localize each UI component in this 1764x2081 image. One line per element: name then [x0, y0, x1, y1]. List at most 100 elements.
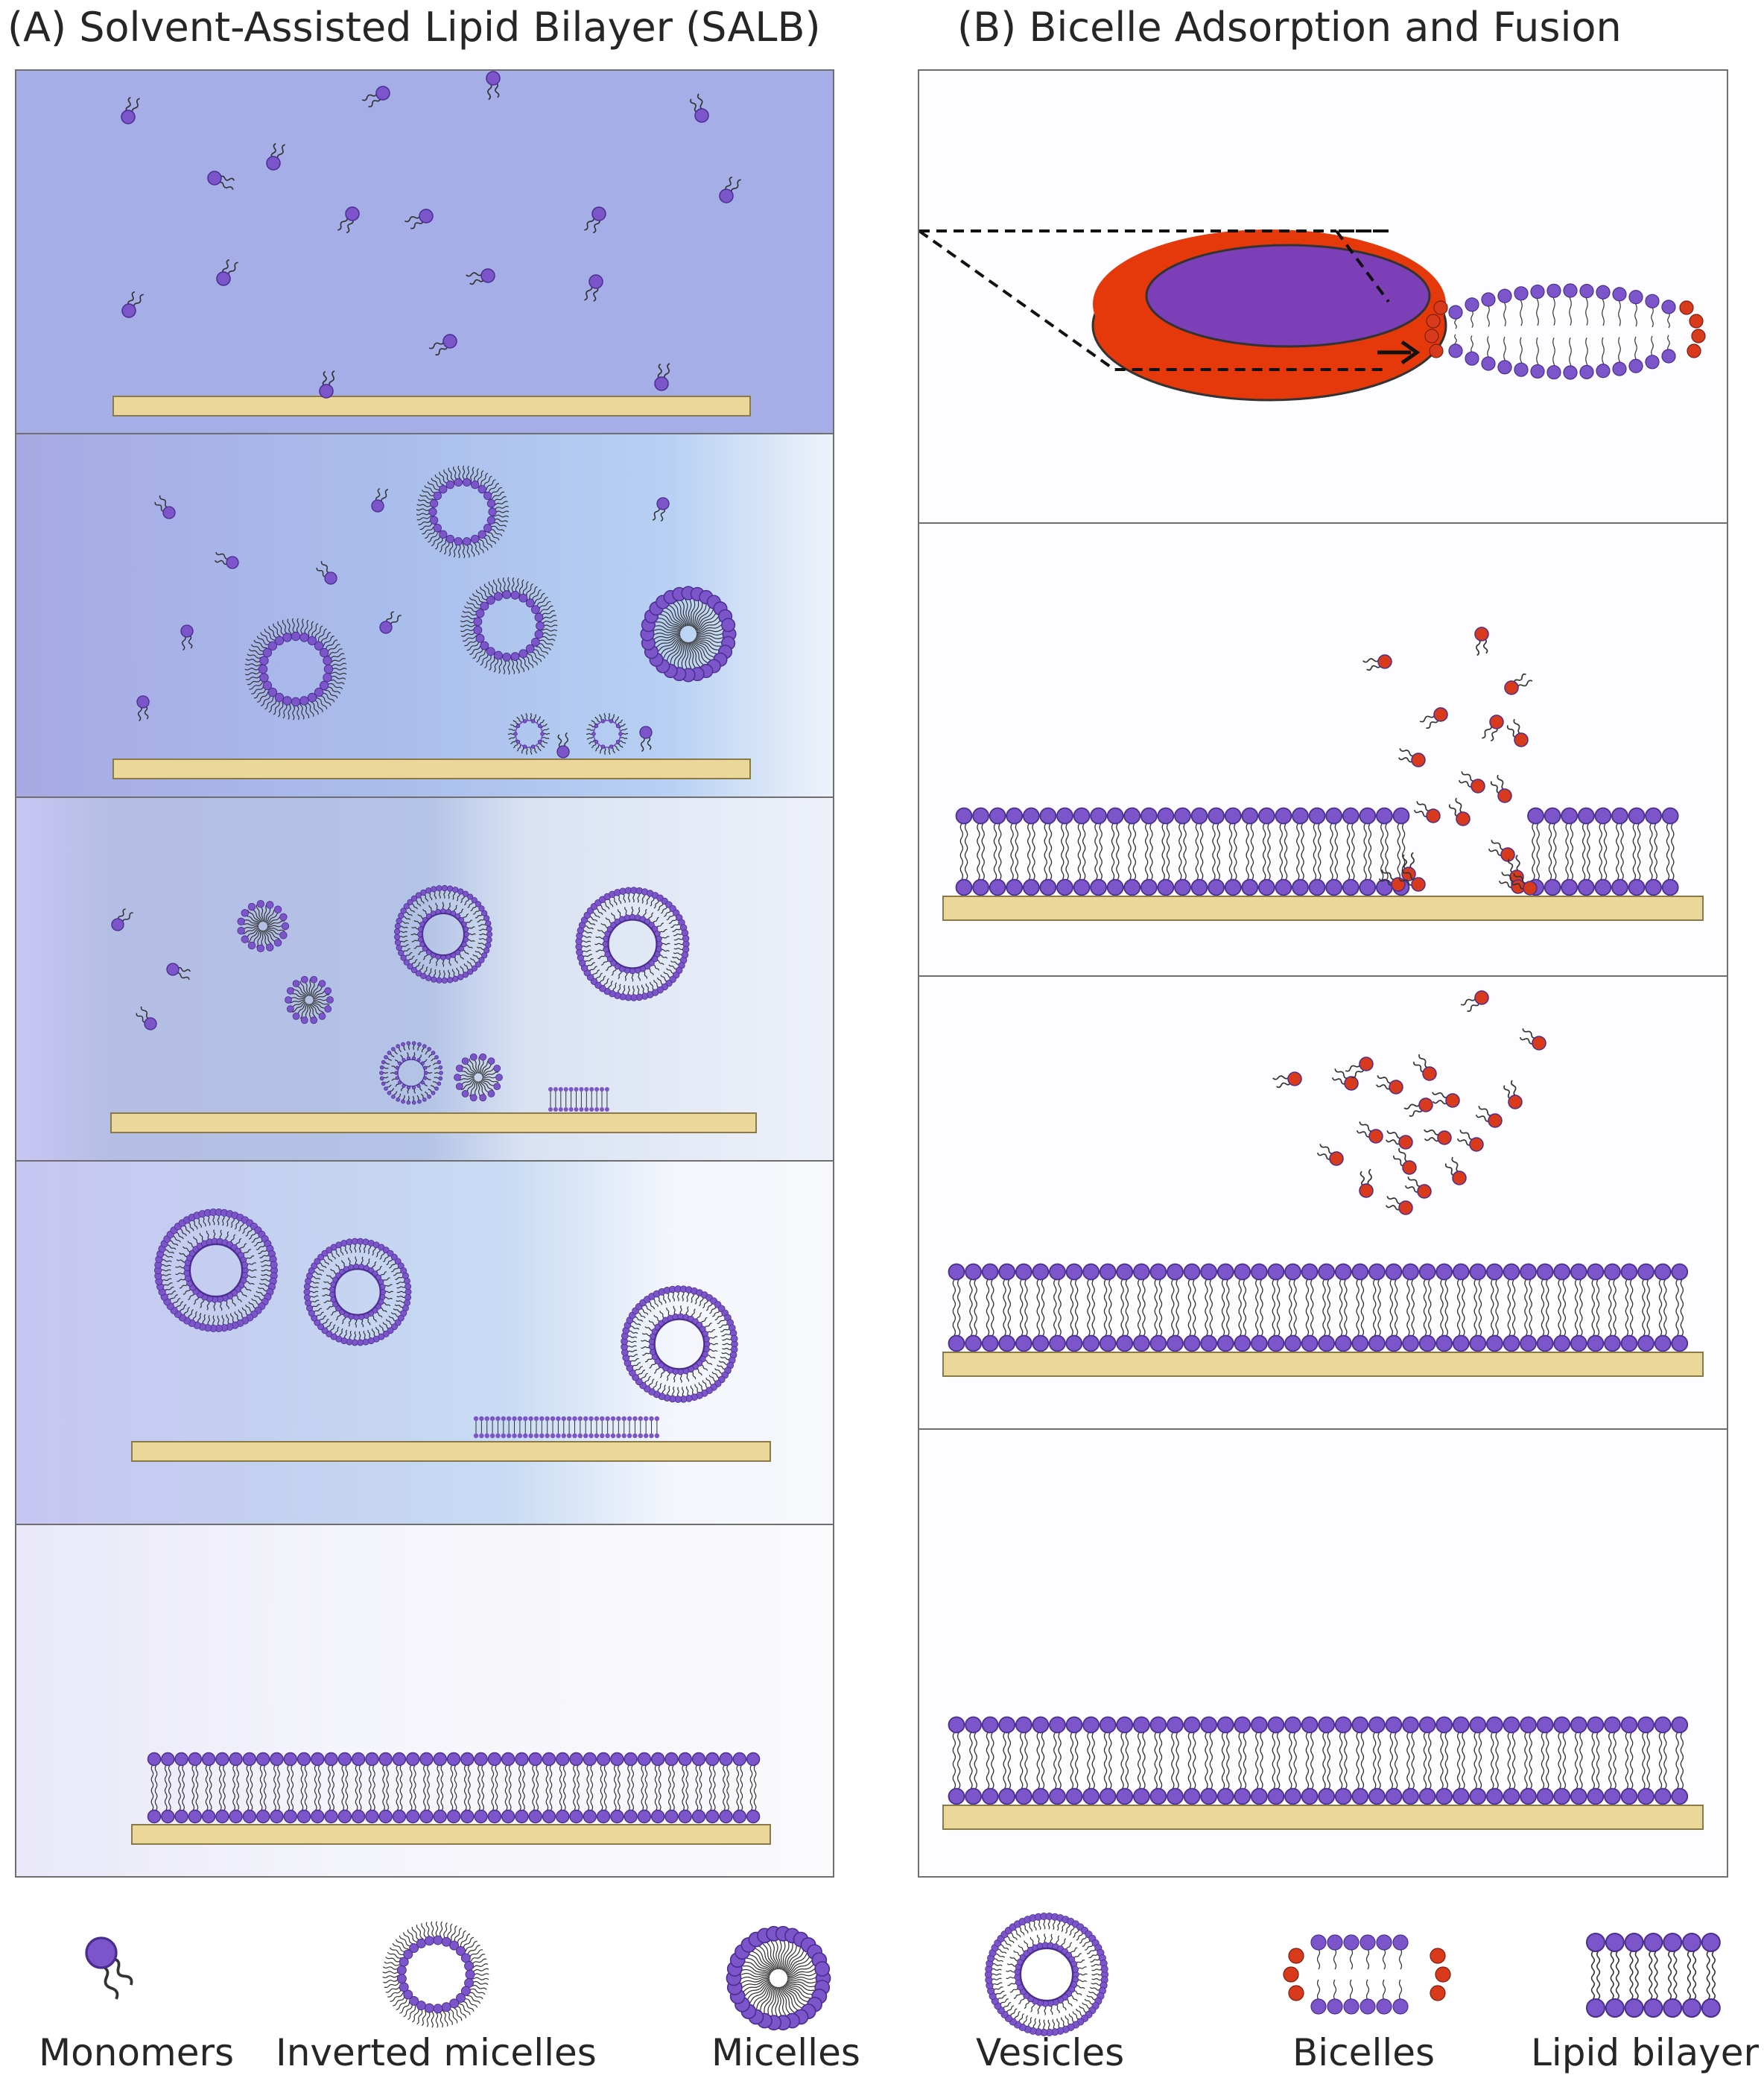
bilayer-head: [1587, 1787, 1605, 1805]
bilayer-head: [1351, 1787, 1369, 1805]
salb-step-1-panel: [15, 69, 834, 434]
lipid-head: [478, 957, 485, 963]
lipid-head: [449, 1940, 460, 1951]
lipid-head: [431, 886, 437, 893]
lipid-head: [357, 1238, 364, 1245]
lipid-head: [416, 1938, 426, 1948]
bilayer-head: [1385, 1787, 1403, 1805]
bicelle-step-2-drawing: [942, 627, 1704, 921]
lipid-head: [463, 536, 472, 546]
lipid-head: [379, 621, 393, 634]
bilayer-head: [664, 1752, 679, 1767]
lipid-head: [436, 977, 442, 984]
substrate: [942, 1352, 1704, 1377]
lipid-head: [226, 556, 239, 569]
detergent-head: [1391, 877, 1406, 892]
detergent-head: [1287, 1071, 1302, 1086]
bilayer-head: [1469, 1263, 1487, 1281]
lipid-head: [279, 913, 288, 921]
legend-bicelles-label: Bicelles: [1292, 2031, 1435, 2074]
lipid-head: [111, 918, 124, 931]
mini-bilayer-head: [600, 1107, 604, 1112]
lipid-head: [433, 491, 442, 501]
lipid-head: [433, 1935, 443, 1945]
bilayer-head: [1342, 807, 1360, 825]
lipid-head: [483, 523, 492, 533]
bilayer-head: [1200, 1716, 1217, 1734]
mini-bilayer-head: [605, 1416, 610, 1422]
detergent-head: [1508, 1095, 1523, 1109]
bicelle-rim-head: [1430, 1948, 1446, 1964]
bicelle-head: [1392, 1934, 1409, 1951]
salb-step-4-panel: [15, 1160, 834, 1525]
bicelle-rim-head: [1426, 314, 1441, 329]
mini-bilayer-head: [566, 1433, 572, 1439]
lipid-head: [721, 618, 736, 633]
lipid-head: [518, 649, 528, 659]
bicelle-rim-head: [1679, 300, 1694, 315]
detergent-head: [1398, 1200, 1413, 1215]
lipid-head: [494, 650, 503, 660]
lipid-head: [303, 1283, 311, 1290]
salb-step-2-panel: [15, 433, 834, 798]
detergent-head: [1532, 1036, 1546, 1051]
bilayer-head: [1149, 1787, 1167, 1805]
lipid-head: [420, 889, 427, 896]
lipid-head: [438, 1065, 443, 1070]
bilayer-head: [1090, 807, 1107, 825]
lipid-head: [522, 744, 527, 749]
vesicle-icon: [984, 1913, 1109, 2036]
bilayer-head: [1620, 1787, 1638, 1805]
bilayer-head: [691, 1809, 706, 1824]
detergent-head: [1398, 1135, 1413, 1150]
bilayer-head: [1275, 878, 1292, 896]
lipid-head: [387, 1051, 392, 1055]
bilayer-head: [556, 1752, 570, 1767]
bilayer-head: [1570, 1334, 1587, 1352]
bilayer-head: [1577, 807, 1595, 825]
mini-bilayer-head: [626, 1416, 632, 1422]
bilayer-head: [1469, 1716, 1487, 1734]
bicelle-rim-head: [1288, 1985, 1304, 2001]
lipid-head: [415, 970, 422, 977]
salb-step-4-drawing: [131, 1209, 771, 1462]
bilayer-head: [1082, 1263, 1100, 1281]
mini-bilayer-head: [561, 1416, 566, 1422]
bilayer-head: [1065, 1787, 1083, 1805]
vesicle-inner-ring: [397, 1059, 425, 1087]
bilayer-head: [311, 1752, 325, 1767]
mini-bilayer-head: [484, 1416, 489, 1422]
bilayer-head: [1056, 807, 1073, 825]
lipid-head: [481, 910, 488, 916]
lipid-head: [371, 499, 384, 513]
bilayer-head: [1553, 1787, 1571, 1805]
bilayer-head: [1015, 1716, 1032, 1734]
bilayer-head: [1624, 1933, 1644, 1952]
lipid-head: [281, 922, 290, 931]
lipid-head: [323, 656, 332, 665]
mini-bilayer-head: [579, 1107, 584, 1112]
bicelle-step-1-drawing: [919, 229, 1706, 402]
lipid-head: [397, 1314, 404, 1322]
bilayer-head: [1099, 1263, 1117, 1281]
bilayer-head: [1663, 1933, 1683, 1952]
bilayer-head: [637, 1752, 652, 1767]
bicelle-step-3-panel: [918, 975, 1728, 1430]
bilayer-head: [998, 1263, 1016, 1281]
lipid-head: [447, 977, 454, 984]
mini-bilayer-head: [539, 1433, 545, 1439]
lipid-head: [409, 1943, 419, 1954]
bilayer-head: [311, 1809, 325, 1824]
bicelle-step-1-panel: [918, 69, 1728, 524]
mini-bilayer-head: [506, 1416, 512, 1422]
lipid-head: [375, 86, 390, 101]
bilayer-head: [965, 1787, 982, 1805]
legend-vesicles-label: Vesicles: [976, 2031, 1125, 2074]
bilayer-head: [1200, 1787, 1217, 1805]
bicelle-head: [1612, 287, 1627, 302]
mini-bilayer-head: [512, 1416, 517, 1422]
bilayer-head: [1661, 878, 1679, 896]
bilayer-head: [998, 1334, 1016, 1352]
bilayer-head: [955, 878, 973, 896]
bilayer-head: [1486, 1787, 1503, 1805]
